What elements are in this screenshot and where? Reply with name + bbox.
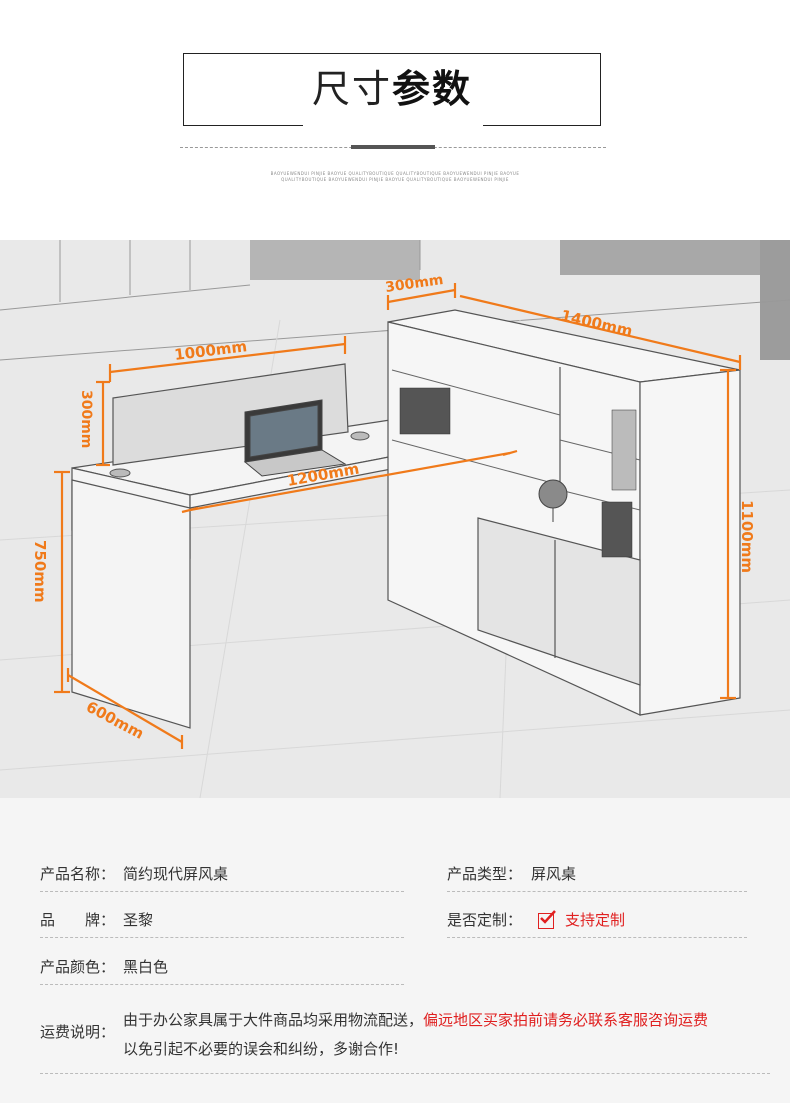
dim-cabinet-height: 1100mm — [738, 500, 756, 573]
desk-sketch: 1000mm 300mm 1200mm 750mm 600mm 300mm 14… — [0, 240, 790, 798]
row-divider — [40, 891, 404, 892]
title-light-text: 尺寸 — [311, 67, 392, 111]
product-dimension-image: 1000mm 300mm 1200mm 750mm 600mm 300mm 14… — [0, 240, 790, 798]
row-divider — [40, 984, 404, 985]
name-label: 产品名称： — [40, 865, 116, 883]
custom-label: 是否定制： — [447, 911, 523, 929]
row-divider — [40, 1073, 770, 1074]
row-divider — [447, 937, 747, 938]
row-divider — [447, 891, 747, 892]
shipping-text-line2: 以免引起不必要的误会和纠纷，多谢合作! — [123, 1040, 400, 1058]
name-value: 简约现代屏风桌 — [123, 865, 229, 883]
row-divider — [40, 937, 404, 938]
product-info-panel: 产品名称： 简约现代屏风桌 产品类型： 屏风桌 品 牌： 圣黎 是否定制： 支持… — [0, 798, 790, 1103]
page-title: 尺寸参数 — [184, 66, 600, 112]
divider-accent — [351, 145, 435, 149]
subtitle-text: BAOYUEWENDUI PINJIE BAOYUE QUALITYBOUTIQ… — [270, 171, 520, 182]
brand-label: 品 牌： — [40, 911, 116, 929]
type-value: 屏风桌 — [531, 865, 577, 883]
brand-value: 圣黎 — [123, 911, 154, 929]
color-label: 产品颜色： — [40, 958, 116, 976]
dim-desk-height: 750mm — [31, 540, 49, 603]
shipping-warning: 偏远地区买家拍前请务必联系客服咨询运费 — [423, 1011, 709, 1029]
title-bold-text: 参数 — [392, 67, 473, 111]
custom-value: 支持定制 — [565, 911, 626, 929]
color-value: 黑白色 — [123, 958, 169, 976]
shipping-label: 运费说明： — [40, 1023, 116, 1041]
header-section: 尺寸参数 BAOYUEWENDUI PINJIE BAOYUE QUALITYB… — [0, 0, 790, 240]
shipping-text-line1: 由于办公家具属于大件商品均采用物流配送，偏远地区买家拍前请务必联系客服咨询运费 — [123, 1011, 709, 1029]
type-label: 产品类型： — [447, 865, 523, 883]
title-frame: 尺寸参数 — [183, 53, 601, 126]
dim-screen-height: 300mm — [78, 390, 94, 448]
check-icon — [538, 910, 556, 929]
